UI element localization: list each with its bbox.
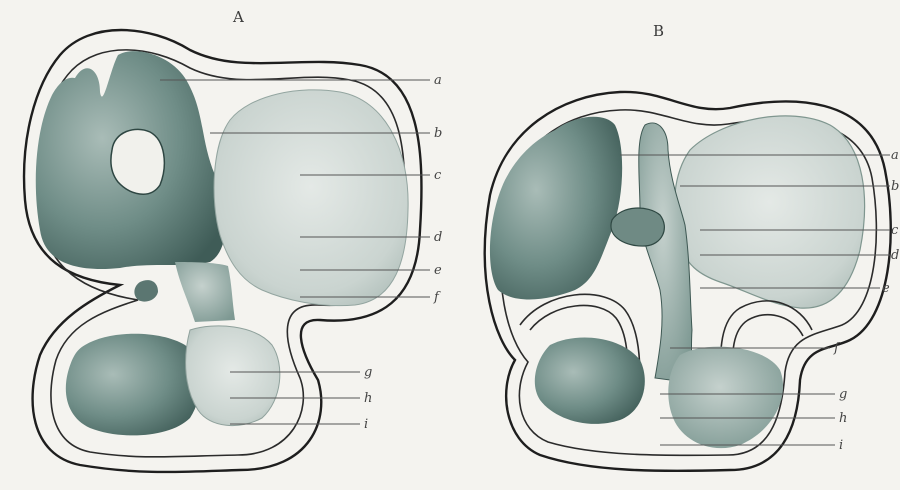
- panel-b-title: B: [653, 22, 664, 40]
- panel-b-lower-left-lobe: [535, 337, 645, 423]
- panel-b-left-lobe: [490, 117, 622, 300]
- panel-b-label-h: h: [839, 411, 847, 426]
- panel-b-right-lobe: [674, 116, 864, 308]
- panel-a-light-lobe: [214, 90, 408, 306]
- panel-a-label-i: i: [364, 417, 368, 432]
- panel-a-stalk: [175, 262, 235, 322]
- panel-a-label-b: b: [434, 126, 442, 141]
- panel-b-label-e: e: [882, 281, 890, 296]
- panel-a-label-h: h: [364, 391, 372, 406]
- panel-a-label-a: a: [434, 73, 442, 88]
- panel-b-knot: [611, 208, 664, 246]
- panel-a-title: A: [232, 8, 244, 26]
- panel-a-label-f: f: [433, 290, 441, 305]
- panel-b-label-i: i: [839, 438, 843, 453]
- panel-b-label-d: d: [891, 248, 899, 263]
- panel-a-lower-right-lobe: [186, 326, 280, 426]
- panel-a-label-g: g: [364, 365, 372, 380]
- panel-a-lower-left-lobe: [66, 334, 201, 436]
- panel-b: B a: [485, 22, 900, 471]
- panel-b-label-c: c: [891, 223, 899, 238]
- panel-a: A a b c d: [24, 8, 442, 472]
- panel-a-small-fold: [134, 280, 158, 301]
- panel-b-label-b: b: [891, 179, 899, 194]
- panel-b-label-a: a: [891, 148, 899, 163]
- panel-b-label-g: g: [839, 387, 847, 402]
- panel-b-lower-right-lobe: [668, 347, 783, 449]
- panel-a-label-e: e: [434, 263, 442, 278]
- panel-a-label-c: c: [434, 168, 442, 183]
- panel-a-label-d: d: [434, 230, 442, 245]
